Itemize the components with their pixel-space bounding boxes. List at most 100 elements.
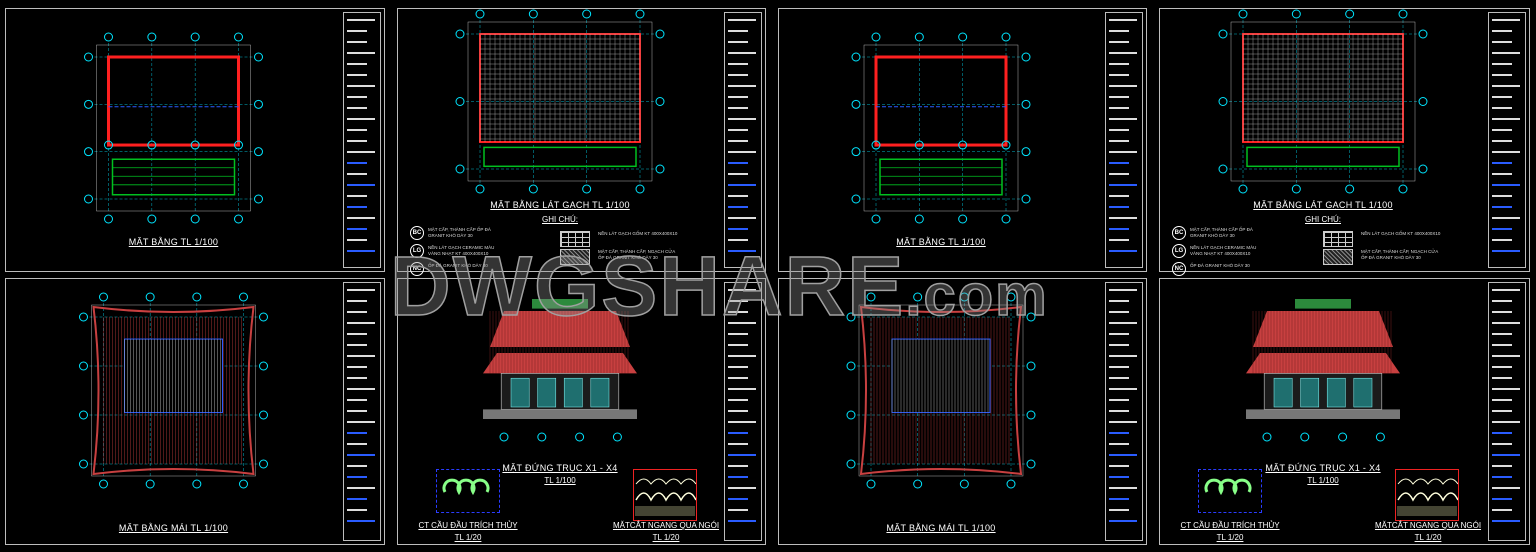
door [1326,377,1346,408]
axis-bubble [1218,97,1228,106]
title-block-line [347,63,367,65]
drawing-scale: TL 1/100 [544,476,576,485]
drawing-title: MẶT BẰNG TL 1/100 [896,237,986,247]
detail-scale: TL 1/20 [1216,533,1244,542]
axis-bubble [1291,9,1301,19]
title-block-line [347,333,367,335]
title-block-line [1492,443,1512,445]
title-block-line [347,74,367,76]
drawing [483,299,637,442]
title-block-line [347,366,367,368]
title-block-line [347,239,367,241]
title-block-line [728,509,748,511]
finial-drawing [442,478,490,496]
title-block-line [1109,300,1129,302]
axis-bubble [79,410,88,420]
axis-bubble [655,97,665,106]
column [914,140,924,150]
title-block-line [1109,96,1129,98]
dimension-frame [858,304,1024,477]
axis-bubble [913,292,923,302]
axis-bubble [104,32,113,42]
dimension-frame [1230,21,1416,182]
notes-title: GHI CHÚ: [542,215,578,224]
drawing-title: MẶT ĐỨNG TRỤC X1 - X4 [502,463,618,473]
title-block-line [1492,289,1520,291]
detail-title: MẶTCẮT NGANG QUA NGÓI [612,521,720,530]
title-block-line [1109,410,1129,412]
title-block-line [1492,476,1512,478]
title-block-line [1109,63,1129,65]
roof-ornament [532,299,588,309]
title-block-line [347,421,375,423]
title-block-line [1492,355,1520,357]
axis-bubble [1345,9,1355,19]
title-block-line [728,129,748,131]
title-block-line [728,366,748,368]
legend-text: NỀN LÁT GẠCH CERAMIC MÀU VÀNG NHẠT KT 40… [1190,245,1257,256]
axis-bubble [1238,9,1248,19]
title-block [724,12,762,268]
title-block-line [1109,432,1129,434]
wall-outline [107,55,240,147]
title-block-line [1109,520,1137,522]
steps [111,158,236,196]
title-block-line [1492,498,1512,500]
title-block-line [728,333,748,335]
title-block-line [1109,129,1129,131]
title-block-line [728,410,748,412]
title-block-line [728,41,748,43]
column [104,140,113,150]
detail-scale: TL 1/20 [1414,533,1442,542]
column [147,140,157,150]
title-block-line [728,322,756,324]
axis-bubble [958,32,968,42]
title-block-line [1492,140,1512,142]
title-block-line [1492,206,1512,208]
title-block-line [728,195,748,197]
title-block-line [1492,333,1512,335]
axis-bubble [254,194,263,204]
legend-text: NỀN LÁT GẠCH GỐM KT 400X400X10 [1361,231,1441,236]
title-block-line [1492,322,1520,324]
axis-bubble [866,479,876,489]
axis-bubble [190,32,200,42]
title-block-line [728,228,748,230]
dimension-frame [91,304,256,477]
title-block-line [728,300,748,302]
title-block-line [347,250,375,252]
axis-bubble [846,459,856,469]
drawing-sheet: MẶT BẰNG MÁI TL 1/100 [5,278,385,545]
axis-bubble [655,29,665,39]
title-block-line [1492,173,1512,175]
title-block-line [1109,487,1137,489]
axis-bubble [145,479,155,489]
axis-bubble [1218,29,1228,39]
title-block-line [347,151,375,153]
door [1353,377,1373,408]
title-block-line [1109,52,1137,54]
axis-bubble [582,9,592,19]
title-block-line [1492,487,1520,489]
legend-text: NỀN LÁT GẠCH GỐM KT 400X400X10 [598,231,678,236]
axis-bubble [234,32,243,42]
title-block-line [347,107,367,109]
axis-bubble [913,479,923,489]
axis-bubble [79,459,88,469]
axis-bubble [635,184,645,194]
column [190,140,200,150]
title-block-line [1109,206,1129,208]
title-block-line [1492,432,1512,434]
lower-roof [483,353,637,374]
detail-title: CT CẦU ĐẦU TRÍCH THỦY [1180,521,1280,530]
title-block-line [728,289,756,291]
axis-bubble [190,214,200,224]
detail-scale: TL 1/20 [652,533,680,542]
title-block-line [1109,118,1137,120]
axis-bubble [499,432,509,442]
axis-bubble [147,214,157,224]
tile-section-drawing [1397,478,1459,516]
legend-badge-lg: LG [410,244,424,258]
axis-bubble [192,292,202,302]
